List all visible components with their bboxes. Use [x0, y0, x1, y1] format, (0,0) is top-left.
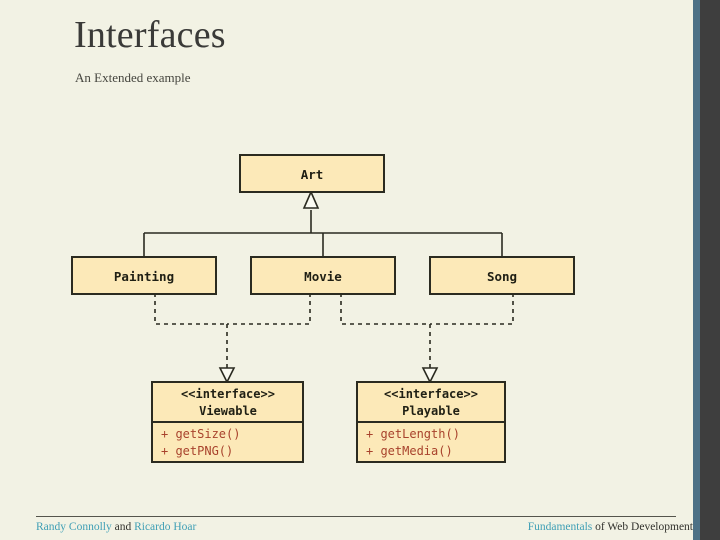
uml-class-art[interactable]: Art — [239, 154, 385, 193]
uml-interface-playable-methods-box — [356, 421, 506, 463]
page-subtitle: An Extended example — [75, 70, 191, 85]
uml-interface-viewable-methods-box — [151, 421, 304, 463]
uml-interface-playable-method-0: + getLength() — [366, 427, 460, 441]
uml-interface-viewable-name: Viewable — [199, 404, 257, 418]
footer-divider — [36, 516, 676, 517]
accent-stripe — [693, 0, 700, 540]
generalization-arrowhead-icon — [302, 190, 320, 209]
footer-book-title: Fundamentals of Web Development — [528, 521, 693, 533]
uml-class-song-label: Song — [487, 269, 517, 284]
realization-line-movie-viewable — [227, 293, 311, 325]
uml-interface-playable-stereotype: <<interface>> — [384, 387, 478, 401]
uml-interface-viewable-method-0: + getSize() — [161, 427, 240, 441]
uml-interface-playable[interactable]: <<interface>> Playable + getLength() + g… — [356, 381, 506, 463]
footer-book-accent: Fundamentals — [527, 521, 593, 533]
uml-class-diagram: Art Painting Movie Song <<interface>> Vi… — [71, 154, 575, 463]
uml-class-movie-box — [250, 256, 396, 295]
uml-interface-viewable-method-1: + getPNG() — [161, 444, 233, 458]
footer-author-two: Ricardo Hoar — [134, 521, 197, 533]
realization-line-painting-viewable — [154, 293, 227, 325]
footer-authors: Randy Connolly and Ricardo Hoar — [36, 521, 196, 533]
uml-class-painting[interactable]: Painting — [71, 256, 217, 295]
dark-edge-stripe — [700, 0, 720, 540]
uml-interface-playable-method-1: + getMedia() — [366, 444, 453, 458]
uml-class-art-box — [239, 154, 385, 193]
realization-line-song-playable — [430, 293, 514, 325]
footer-author-one: Randy Connolly — [36, 521, 112, 533]
uml-class-song-box — [429, 256, 575, 295]
uml-class-painting-box — [71, 256, 217, 295]
uml-interface-viewable-stereotype: <<interface>> — [181, 387, 275, 401]
generalization-connectors — [143, 190, 503, 257]
realization-arrowhead-viewable-icon — [218, 367, 236, 384]
uml-class-painting-label: Painting — [114, 269, 174, 284]
uml-interface-viewable[interactable]: <<interface>> Viewable + getSize() + get… — [151, 381, 304, 463]
realization-arrowhead-playable-icon — [421, 367, 439, 384]
uml-interface-viewable-header-box — [151, 381, 304, 423]
page-title: Interfaces — [74, 14, 226, 56]
realization-connectors — [154, 293, 514, 384]
realization-line-movie-playable — [340, 293, 430, 325]
footer-conjunction: and — [111, 521, 135, 533]
uml-interface-playable-name: Playable — [402, 404, 460, 418]
uml-class-song[interactable]: Song — [429, 256, 575, 295]
uml-class-movie-label: Movie — [304, 269, 342, 284]
footer-book-rest: of Web Development — [592, 521, 693, 533]
uml-interface-playable-header-box — [356, 381, 506, 423]
uml-class-movie[interactable]: Movie — [250, 256, 396, 295]
uml-class-art-label: Art — [301, 167, 324, 182]
